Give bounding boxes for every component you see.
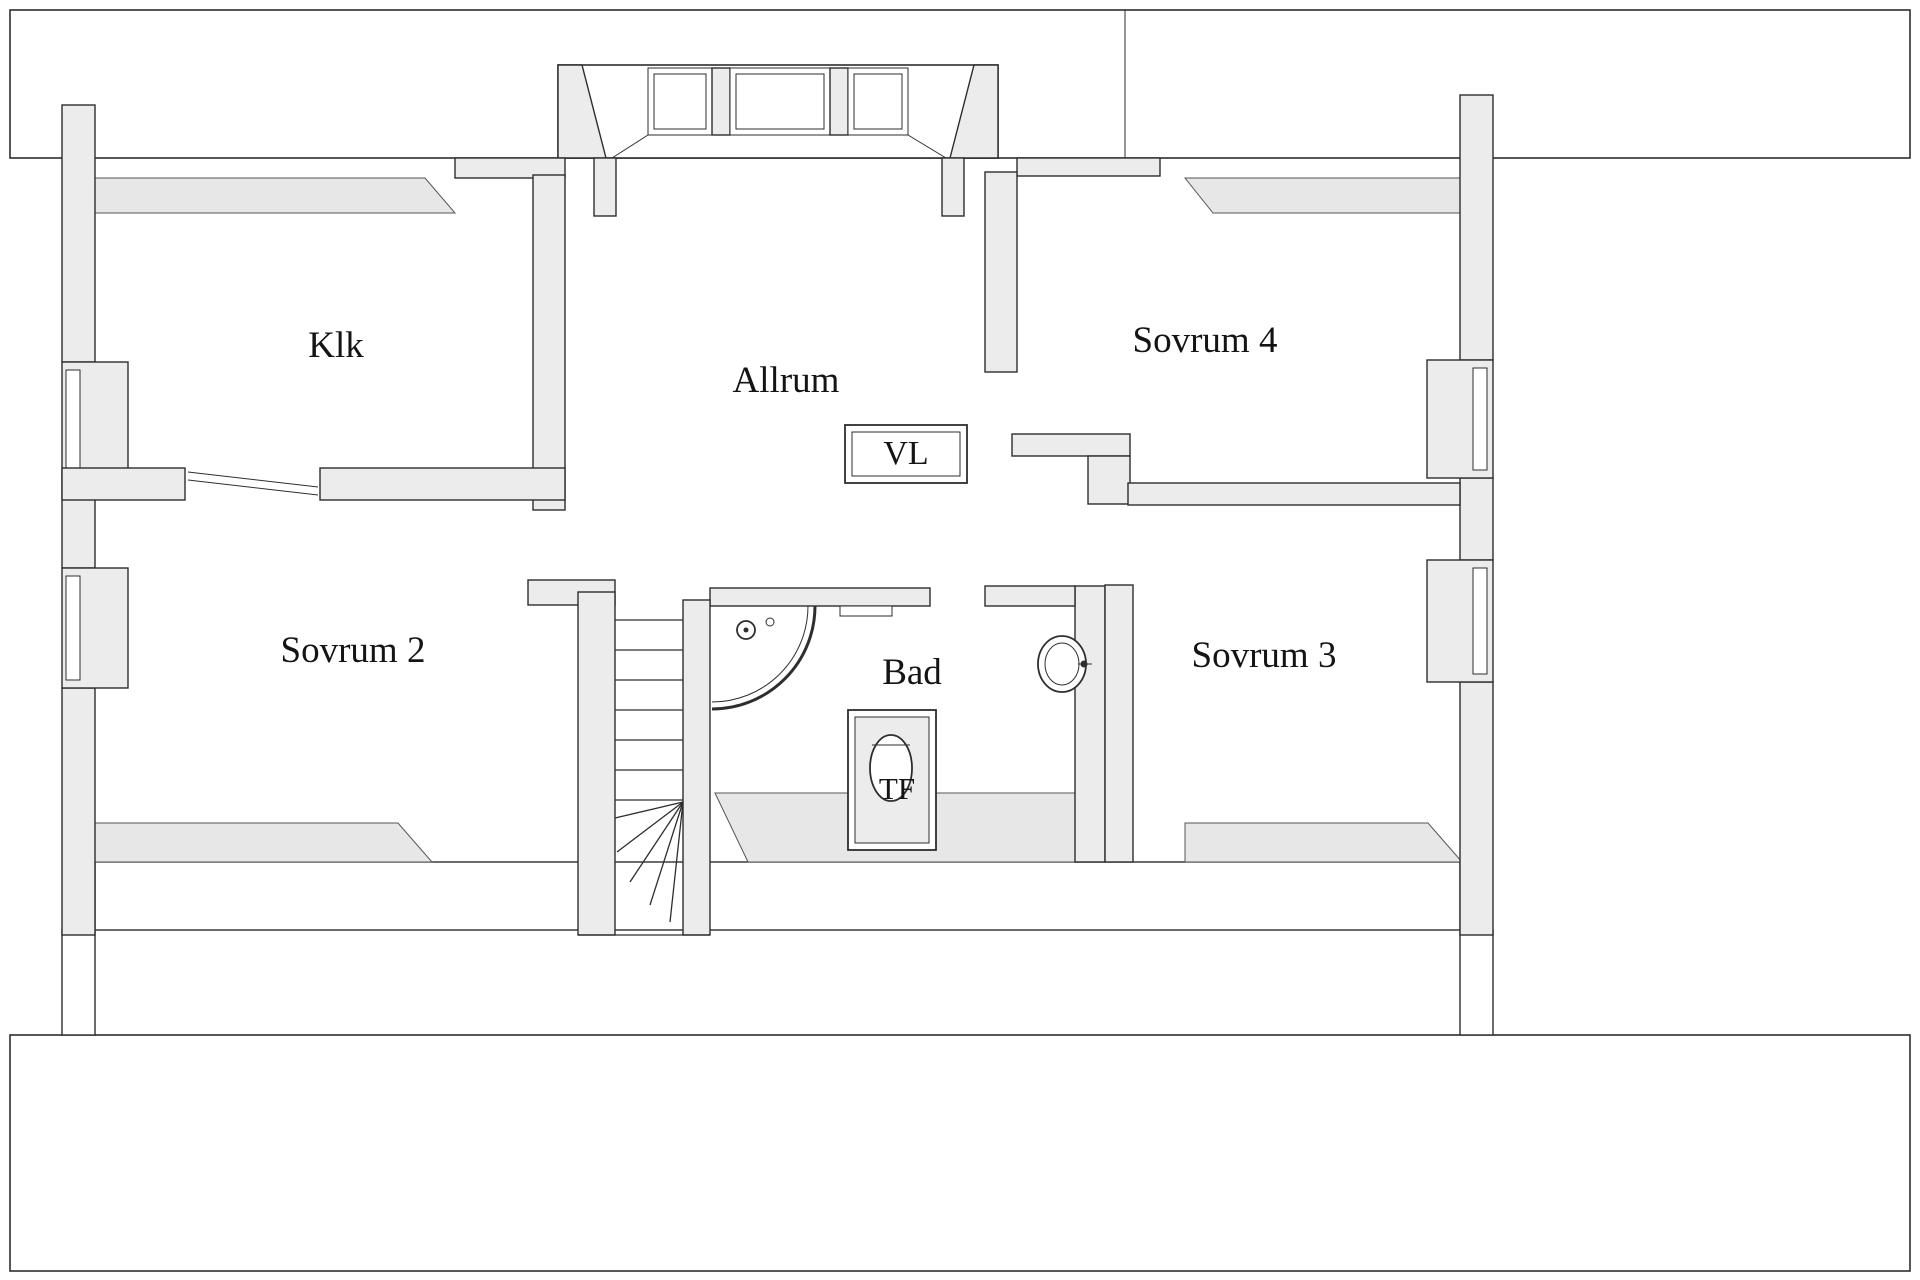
wall-hook-horizontal (1011, 433, 1131, 457)
vl-box-outer (844, 424, 968, 484)
annotation-label-tf: TF (879, 771, 915, 806)
dormer-window-frame (853, 73, 903, 130)
vl-box (844, 424, 968, 484)
wall-sovrum4-south (1127, 482, 1461, 506)
right-window-2 (1426, 559, 1494, 683)
left-window-2 (61, 567, 129, 689)
dormer-cheek-right (941, 157, 965, 217)
knee-band-sovrum2 (94, 822, 434, 863)
window-glazing (65, 369, 81, 471)
dormer-perspective-line-right (907, 134, 947, 159)
dormer-mullion (829, 67, 849, 136)
exterior-wall-right (1426, 94, 1494, 936)
interior-walls (61, 157, 1461, 936)
door-klk (187, 471, 319, 496)
door-leaf-line (187, 479, 319, 496)
room-label-allrum: Allrum (733, 360, 840, 401)
stair-winder (669, 801, 684, 923)
stair-winder (616, 801, 684, 853)
dormer-windows (647, 67, 909, 136)
stair-winder (649, 801, 684, 906)
right-window-1 (1426, 359, 1494, 479)
stair-winders (614, 801, 684, 923)
left-window-1 (61, 361, 129, 479)
wall-stair-west (577, 591, 616, 936)
right-wall-segment (1459, 477, 1494, 561)
bottom-right-pier (1459, 929, 1494, 1036)
wall-klk-sovrum2-east (319, 467, 566, 501)
dormer-perspective-line-left (611, 134, 649, 159)
left-wall-segment (61, 104, 96, 363)
stair-treads (615, 619, 683, 801)
wall-klk-allrum (532, 174, 566, 511)
dormer-mullion (711, 67, 731, 136)
bottom-wall (94, 861, 1461, 931)
right-wall-segment (1459, 94, 1494, 361)
tf-unit (847, 709, 937, 851)
staircase (614, 619, 684, 923)
dormer-right-wall (949, 64, 999, 159)
wall-bad-north (709, 587, 931, 607)
bottom-roof-strip (9, 1034, 1911, 1272)
dormer-window-frame (735, 73, 825, 130)
wall-stair-east (682, 599, 711, 936)
room-labels: Klk Allrum Sovrum 4 Sovrum 2 Bad Sovrum … (281, 320, 1337, 806)
stair-winder (629, 801, 684, 883)
dormer-window (647, 67, 713, 136)
room-label-sovrum3: Sovrum 3 (1192, 635, 1337, 676)
window-glazing (65, 575, 81, 681)
exterior-walls-bottom (61, 861, 1494, 1036)
dormer-window-frame (653, 73, 707, 130)
knee-band-sovrum4 (1183, 177, 1461, 214)
wall-north-stub-left (454, 157, 566, 179)
stair-winder (614, 801, 684, 819)
shower-head-icon (765, 617, 775, 627)
vl-box-inner (851, 431, 961, 477)
knee-band-sovrum3 (1184, 822, 1464, 863)
room-label-bad: Bad (882, 652, 942, 693)
shower-drain-dot (743, 627, 749, 633)
shower-screen-arc (711, 605, 817, 711)
window-glazing (1472, 567, 1488, 675)
room-label-sovrum2: Sovrum 2 (281, 630, 426, 671)
wash-basin (1037, 635, 1092, 693)
wall-klk-sovrum2-west (61, 467, 186, 501)
door-marking-bad (839, 605, 893, 617)
left-wall-segment (61, 687, 96, 936)
dormer-window (847, 67, 909, 136)
dormer (557, 64, 999, 217)
door-leaf-line (187, 471, 319, 488)
room-label-sovrum4: Sovrum 4 (1133, 320, 1278, 361)
right-wall-segment (1459, 681, 1494, 936)
wall-bad-east (1074, 585, 1106, 863)
exterior-wall-left (61, 104, 129, 936)
wall-bad-northeast-stub (984, 585, 1076, 607)
wall-north-stub-right (1016, 157, 1161, 177)
roof-strips (9, 9, 1911, 1272)
dormer-cheek-left (593, 157, 617, 217)
annotation-label-vl: VL (883, 435, 928, 472)
window-glazing (1472, 367, 1488, 471)
bottom-left-pier (61, 929, 96, 1036)
wall-allrum-sovrum4 (984, 171, 1018, 373)
shower-screen-arc-inner (711, 605, 809, 703)
wall-hook-vl (1011, 433, 1131, 505)
wall-sovrum3-west (1104, 584, 1134, 863)
knee-band-klk (94, 177, 457, 214)
wall-hook-vertical (1087, 455, 1131, 505)
bathroom-fixtures (711, 605, 1092, 851)
toilet-icon (869, 734, 913, 802)
knee-wall-bands (94, 177, 1464, 863)
room-label-klk: Klk (308, 325, 364, 366)
dormer-window (729, 67, 831, 136)
